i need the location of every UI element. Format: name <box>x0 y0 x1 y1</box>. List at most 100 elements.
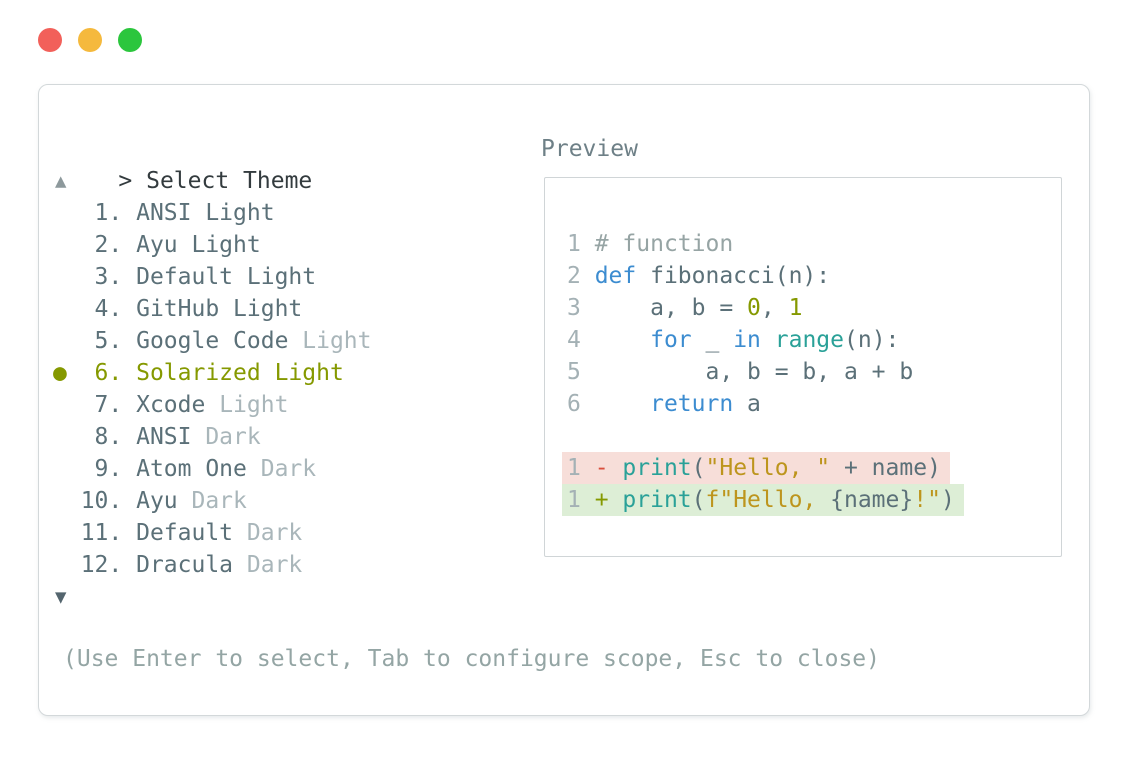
zoom-button[interactable] <box>118 28 142 52</box>
list-title: > Select Theme <box>63 133 312 229</box>
code-token: a <box>733 391 761 417</box>
code-line: 2 def fibonacci(n): <box>567 260 964 292</box>
theme-list: 1. ANSI Light 2. Ayu Light 3. Default Li… <box>53 197 523 581</box>
theme-number: 10. <box>80 488 137 514</box>
theme-list-item[interactable]: 3. Default Light <box>53 261 523 293</box>
code-token <box>595 391 650 417</box>
theme-variant: Light <box>205 392 289 418</box>
theme-name: Solarized <box>136 360 261 386</box>
theme-variant: Dark <box>191 424 261 450</box>
code-line: 4 for _ in range(n): <box>567 324 964 356</box>
theme-name: GitHub <box>136 296 220 322</box>
code-token <box>761 327 775 353</box>
theme-number: 9. <box>80 456 137 482</box>
theme-list-item[interactable]: 11. Default Dark <box>53 517 523 549</box>
code-token: def <box>594 263 637 289</box>
theme-name: Google Code <box>136 328 289 354</box>
theme-variant: Light <box>177 232 261 258</box>
theme-number: 12. <box>80 552 137 578</box>
close-button[interactable] <box>38 28 62 52</box>
line-number: 6 <box>567 391 595 417</box>
selected-marker-icon <box>53 200 81 226</box>
theme-name: Atom One <box>136 456 247 482</box>
code-token: (n): <box>844 327 900 353</box>
theme-list-item[interactable]: 9. Atom One Dark <box>53 453 523 485</box>
theme-list-item[interactable]: 5. Google Code Light <box>53 325 523 357</box>
selected-marker-icon <box>53 552 81 578</box>
theme-variant: Dark <box>233 552 303 578</box>
code-line: 5 a, b = b, a + b <box>567 356 964 388</box>
code-token <box>595 327 650 353</box>
selected-marker-icon <box>53 296 81 322</box>
code-token: print <box>622 487 692 513</box>
theme-name: Ayu <box>136 232 178 258</box>
theme-number: 8. <box>80 424 137 450</box>
prompt-chevron: > <box>118 168 133 194</box>
theme-variant: Light <box>288 328 372 354</box>
code-token: + name) <box>830 455 941 481</box>
code-line: 1 # function <box>567 228 964 260</box>
scroll-up-icon[interactable]: ▲ <box>55 170 67 192</box>
code-line: 3 a, b = 0, 1 <box>567 292 964 324</box>
code-token: for <box>650 327 692 353</box>
theme-list-item[interactable]: 1. ANSI Light <box>53 197 523 229</box>
code-token: 0 <box>747 295 761 321</box>
theme-variant: Dark <box>246 456 317 482</box>
theme-list-item[interactable]: 10. Ayu Dark <box>53 485 523 517</box>
diff-removed-line: 1 - print("Hello, " + name) <box>562 452 950 484</box>
diff-sign: - <box>594 455 623 481</box>
theme-number: 7. <box>80 392 137 418</box>
code-token: f"Hello, <box>705 487 831 513</box>
line-number: 1 <box>567 455 595 481</box>
code-token: # function <box>594 231 734 257</box>
theme-number: 4. <box>80 296 137 322</box>
theme-list-item[interactable]: 2. Ayu Light <box>53 229 523 261</box>
code-token: , <box>760 295 789 321</box>
theme-name: Ayu <box>136 488 178 514</box>
code-token: 1 <box>788 295 803 321</box>
line-number: 3 <box>567 295 595 321</box>
page-title: Select Theme <box>146 168 313 194</box>
diff-added-line: 1 + print(f"Hello, {name}!") <box>562 484 964 516</box>
selected-marker-icon: ● <box>53 360 81 386</box>
theme-name: Default <box>136 264 234 290</box>
code-token: {name} <box>830 487 914 513</box>
theme-number: 6. <box>80 360 137 386</box>
theme-number: 5. <box>80 328 137 354</box>
theme-picker-panel: > Select Theme Preview ▲ 1. ANSI Light 2.… <box>38 84 1090 716</box>
theme-number: 1. <box>80 200 137 226</box>
line-number: 1 <box>567 487 595 513</box>
selected-marker-icon <box>53 424 81 450</box>
preview-label: Preview <box>541 136 638 162</box>
theme-list-item[interactable]: ● 6. Solarized Light <box>53 357 523 389</box>
theme-variant: Light <box>219 296 303 322</box>
theme-variant: Light <box>233 264 317 290</box>
minimize-button[interactable] <box>78 28 102 52</box>
theme-name: Xcode <box>136 392 206 418</box>
code-token: a, b = b, a + b <box>594 359 914 385</box>
diff-line-row: 1 - print("Hello, " + name) <box>562 452 964 484</box>
diff-sign: + <box>594 487 623 513</box>
selected-marker-icon <box>53 392 81 418</box>
theme-list-item[interactable]: 12. Dracula Dark <box>53 549 523 581</box>
code-token: in <box>733 327 761 353</box>
theme-name: ANSI <box>136 424 192 450</box>
theme-number: 2. <box>80 232 137 258</box>
selected-marker-icon <box>53 232 81 258</box>
theme-list-item[interactable]: 7. Xcode Light <box>53 389 523 421</box>
theme-number: 3. <box>80 264 137 290</box>
theme-list-item[interactable]: 8. ANSI Dark <box>53 421 523 453</box>
theme-list-item[interactable]: 4. GitHub Light <box>53 293 523 325</box>
selected-marker-icon <box>53 328 81 354</box>
code-token: ( <box>691 487 706 513</box>
scroll-down-icon[interactable]: ▼ <box>55 586 67 608</box>
line-number: 1 <box>567 231 595 257</box>
code-token: _ <box>691 327 734 353</box>
selected-marker-icon <box>53 488 81 514</box>
theme-variant: Dark <box>177 488 247 514</box>
theme-name: Dracula <box>136 552 234 578</box>
theme-variant: Dark <box>233 520 303 546</box>
selected-marker-icon <box>53 520 81 546</box>
